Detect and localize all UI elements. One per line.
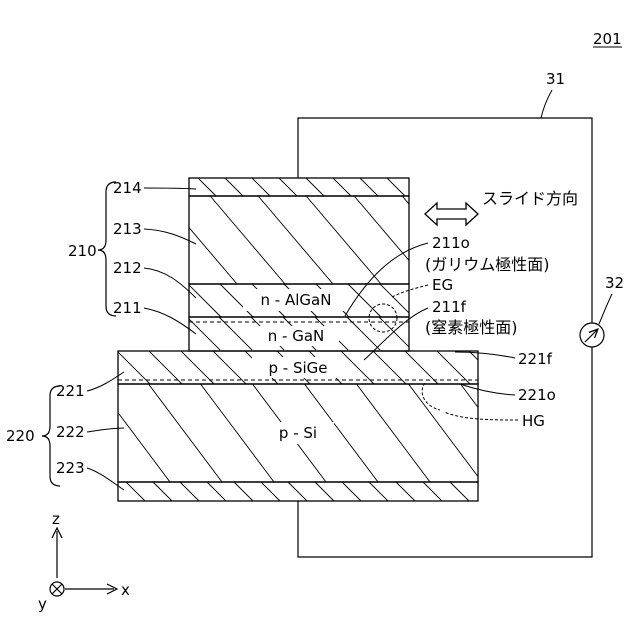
wire-label-leader: [541, 90, 552, 118]
meter-label: 32: [605, 274, 624, 292]
layer-223-label: 223: [56, 459, 85, 477]
layer-221-label: 221: [56, 382, 85, 400]
layer-212-label: 212: [113, 259, 142, 277]
meter-label-leader: [599, 294, 612, 324]
hole-gas-label: HG: [522, 412, 545, 430]
group-220-label: 220: [6, 427, 35, 445]
z-axis-label: z: [52, 510, 60, 528]
x-axis-label: x: [121, 581, 130, 599]
circuit-wire: [298, 118, 592, 557]
coordinate-axes: [50, 528, 117, 596]
ammeter-icon: [580, 323, 604, 347]
surface-221o-leader: [460, 384, 515, 395]
surface-221f-leader: [455, 352, 515, 358]
layer-221-name: p - SiGe: [268, 359, 327, 377]
wire-label: 31: [546, 70, 565, 88]
layer-214-label: 214: [113, 179, 142, 197]
leader-212: [144, 268, 196, 298]
layer-213-label: 213: [113, 220, 142, 238]
electron-gas-label: EG: [432, 276, 453, 294]
slide-direction-label: スライド方向: [482, 189, 578, 208]
layer-211-label: 211: [113, 299, 142, 317]
leader-213: [144, 229, 196, 244]
layer-222-label: 222: [56, 423, 85, 441]
layer-223-hatch: [72, 482, 523, 501]
layer-214: [189, 178, 409, 196]
hole-gas-leader: [444, 412, 518, 420]
gallium-face-leader: [345, 243, 428, 316]
group-210-label: 210: [68, 242, 97, 260]
surface-221o-label: 221o: [518, 386, 556, 404]
electron-gas-leader: [392, 285, 428, 297]
gallium-face-label: 211o: [432, 234, 470, 252]
slide-direction-arrow-icon: [425, 203, 478, 225]
group-210-brace: [98, 182, 116, 316]
leader-214: [144, 188, 196, 189]
y-axis-label: y: [38, 595, 47, 613]
layer-214-hatch: [144, 178, 432, 196]
gallium-face-name: (ガリウム極性面): [425, 255, 550, 274]
leader-211: [144, 308, 196, 334]
layer-222-name: p - Si: [279, 424, 317, 442]
nitrogen-face-name: (窒素極性面): [425, 318, 518, 337]
nitrogen-face-label: 211f: [432, 298, 467, 316]
layer-212-name: n - AlGaN: [261, 291, 332, 309]
surface-221f-label: 221f: [518, 350, 553, 368]
layer-211-name: n - GaN: [268, 327, 325, 345]
figure-number: 201: [593, 30, 622, 48]
electron-gas-region-icon: [369, 304, 397, 332]
